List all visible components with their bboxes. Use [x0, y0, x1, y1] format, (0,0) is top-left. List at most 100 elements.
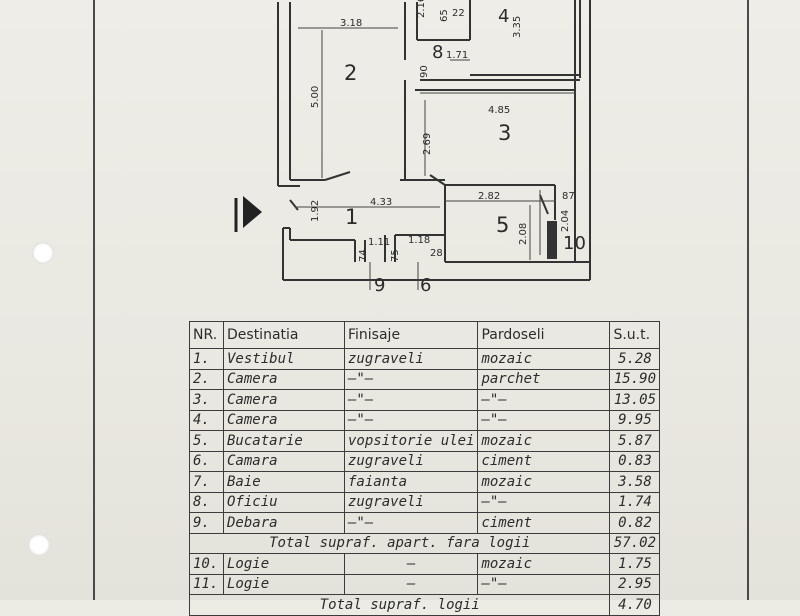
cell-destinatia: Camera [223, 389, 345, 411]
dim-label: 2.69 [422, 133, 433, 155]
cell-destinatia: Baie [223, 471, 345, 493]
cell-nr: 5. [189, 430, 224, 452]
dim-label: 2.04 [560, 210, 571, 232]
cell-destinatia: Bucatarie [223, 430, 345, 452]
cell-pardoseli: ciment [477, 450, 611, 472]
cell-nr: 9. [189, 512, 224, 534]
cell-destinatia: Debara [223, 512, 345, 534]
dim-label: 2.08 [518, 223, 529, 245]
cell-destinatia: Camara [223, 450, 345, 472]
cell-pardoseli: mozaic [477, 553, 611, 575]
cell-destinatia: Camera [223, 368, 345, 390]
table-row: 4. Camera —"— —"— 9.95 [189, 409, 661, 431]
dim-label: 4.33 [370, 197, 392, 208]
cell-nr: 7. [189, 471, 224, 493]
dim-label: 65 [439, 9, 450, 22]
table-row: 8. Oficiu zugraveli —"— 1.74 [189, 491, 661, 513]
table-row: 1. Vestibul zugraveli mozaic 5.28 [189, 348, 661, 370]
total-row: Total supraf. apart. fara logii 57.02 [188, 532, 661, 554]
room-label-8: 8 [432, 42, 443, 63]
cell-destinatia: Logie [223, 573, 345, 595]
cell-nr: 6. [189, 450, 224, 472]
dim-label: 90 [419, 65, 430, 78]
room-label-10: 10 [563, 233, 586, 254]
dim-label: 3.18 [340, 18, 362, 29]
dim-label: 1.92 [310, 200, 321, 222]
dim-label: 1.11 [368, 237, 390, 248]
room-label-1: 1 [345, 205, 358, 229]
cell-finisaje: zugraveli [343, 450, 479, 472]
room-label-5: 5 [496, 213, 509, 237]
room-label-2: 2 [344, 61, 357, 85]
table-row: 3. Camera —"— —"— 13.05 [189, 389, 661, 411]
cell-sut: 1.74 [609, 491, 661, 513]
cell-sut: 5.87 [609, 430, 661, 452]
dim-label: 28 [430, 248, 443, 259]
cell-pardoseli: mozaic [477, 471, 611, 493]
col-header-pardoseli: Pardoseli [477, 321, 611, 349]
cell-sut: 9.95 [609, 409, 661, 431]
cell-finisaje: zugraveli [343, 348, 479, 370]
room-label-9: 9 [374, 275, 385, 296]
dim-label: 2.82 [478, 191, 500, 202]
dim-label: 22 [452, 8, 465, 19]
cell-sut: 0.83 [609, 450, 661, 472]
table-header-row: NR. Destinatia Finisaje Pardoseli S.u.t. [189, 321, 661, 349]
col-header-nr: NR. [189, 321, 224, 349]
cell-sut: 0.82 [609, 512, 661, 534]
cell-pardoseli: —"— [477, 573, 611, 595]
room-label-4: 4 [498, 6, 509, 27]
dim-label: 1.18 [408, 235, 430, 246]
cell-sut: 3.58 [609, 471, 661, 493]
cell-nr: 3. [189, 389, 224, 411]
cell-nr: 2. [189, 368, 224, 390]
cell-pardoseli: parchet [477, 368, 611, 390]
table-row: 5. Bucatarie vopsitorie ulei mozaic 5.87 [189, 430, 661, 452]
floor-plan: 2 3 4 1 5 10 8 9 6 3.18 2.16 22 3.35 5.0… [234, 0, 591, 296]
cell-destinatia: Oficiu [223, 491, 345, 513]
punch-hole-top [32, 242, 54, 264]
col-header-finisaje: Finisaje [343, 321, 479, 349]
total-logii-value: 4.70 [609, 594, 661, 616]
cell-nr: 10. [189, 553, 224, 575]
cell-nr: 8. [189, 491, 224, 513]
dim-label: 1.71 [446, 50, 468, 61]
room-table: NR. Destinatia Finisaje Pardoseli S.u.t.… [188, 321, 661, 616]
cell-pardoseli: mozaic [477, 430, 611, 452]
page-border-right [747, 0, 749, 600]
cell-finisaje: —"— [343, 389, 479, 411]
cell-pardoseli: mozaic [477, 348, 611, 370]
cell-nr: 11. [189, 573, 224, 595]
cell-pardoseli: ciment [477, 512, 611, 534]
cell-finisaje: vopsitorie ulei [343, 430, 479, 452]
cell-destinatia: Logie [223, 553, 345, 575]
cell-destinatia: Vestibul [223, 348, 345, 370]
cell-sut: 13.05 [609, 389, 661, 411]
total-apartment-value: 57.02 [609, 532, 661, 554]
cell-sut: 15.90 [609, 368, 661, 390]
total-row: Total supraf. logii 4.70 [188, 594, 661, 616]
cell-sut: 5.28 [609, 348, 661, 370]
total-apartment-label: Total supraf. apart. fara logii [188, 532, 611, 554]
dim-label: 87 [562, 191, 575, 202]
table-row: 7. Baie faianta mozaic 3.58 [189, 471, 661, 493]
cell-pardoseli: —"— [477, 491, 611, 513]
cell-sut: 1.75 [609, 553, 661, 575]
table-row: 9. Debara —"— ciment 0.82 [189, 512, 661, 534]
cell-finisaje: —"— [343, 512, 479, 534]
dim-label: 5.00 [310, 86, 321, 108]
room-label-3: 3 [498, 121, 511, 145]
total-logii-label: Total supraf. logii [188, 594, 611, 616]
cell-sut: 2.95 [609, 573, 661, 595]
cell-pardoseli: —"— [477, 409, 611, 431]
room-label-6: 6 [420, 275, 431, 296]
cell-pardoseli: —"— [477, 389, 611, 411]
cell-nr: 1. [189, 348, 224, 370]
cell-nr: 4. [189, 409, 224, 431]
table-row: 6. Camara zugraveli ciment 0.83 [189, 450, 661, 472]
dim-label: 4.85 [488, 105, 510, 116]
col-header-sut: S.u.t. [609, 321, 661, 349]
dim-label: 75 [390, 249, 401, 262]
cell-finisaje: — [343, 553, 479, 575]
cell-finisaje: faianta [343, 471, 479, 493]
